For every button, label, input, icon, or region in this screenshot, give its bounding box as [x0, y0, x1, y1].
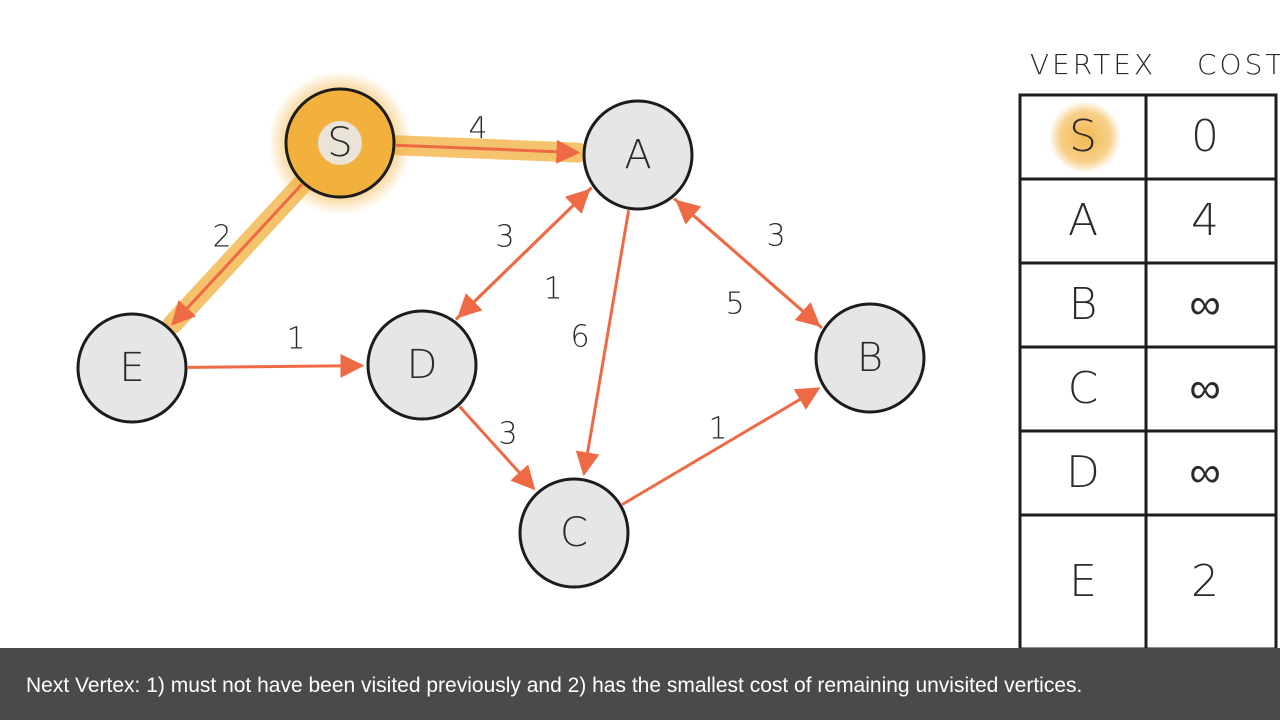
edge-d-a: [454, 188, 591, 321]
edge-weight-s-e: 2: [212, 220, 231, 255]
node-label-a: A: [624, 132, 651, 178]
node-label-s: S: [327, 120, 352, 166]
table-cell-vertex: D: [1066, 447, 1100, 498]
edge-weight-a-d: 3: [495, 220, 514, 255]
edge-s-e: [171, 183, 304, 326]
edge-d-c: [458, 405, 536, 491]
edge-weight-c-b: 1: [708, 412, 727, 447]
table-cell-cost: ∞: [1189, 447, 1220, 498]
table-cell-vertex: B: [1069, 279, 1098, 330]
header-cost: COST: [1197, 48, 1280, 81]
node-label-e: E: [119, 345, 144, 391]
node-layer: S A E D B C: [76, 87, 926, 589]
edge-layer: [171, 139, 823, 506]
edge-e-d: [187, 353, 365, 378]
table-cell-vertex: S: [1069, 111, 1097, 162]
node-label-c: C: [560, 510, 588, 556]
table-cell-cost: 0: [1191, 111, 1219, 162]
table-cell-vertex: A: [1068, 195, 1098, 246]
edge-weight-e-d: 1: [286, 322, 305, 357]
node-b: [814, 302, 926, 414]
edge-weight-a-c: 6: [570, 320, 589, 355]
node-a: [582, 99, 694, 211]
row-highlight-s: [1049, 101, 1121, 173]
table-cell-vertex: C: [1068, 363, 1099, 414]
edge-s-a: [395, 139, 581, 164]
table-cell-cost: 2: [1191, 556, 1219, 607]
node-c: [518, 477, 630, 589]
cost-table: VERTEX COST S 0A 4B ∞ C ∞ D ∞ E 2: [1018, 48, 1280, 651]
edge-weight-d-a: 1: [543, 272, 562, 307]
node-e: [76, 312, 188, 424]
edge-weight-s-a: 4: [468, 112, 487, 147]
node-label-b: B: [857, 335, 883, 381]
table-cell-cost: ∞: [1189, 363, 1220, 414]
caption-text: Next Vertex: 1) must not have been visit…: [26, 674, 1083, 697]
node-label-d: D: [407, 342, 438, 388]
table-cell-cost: ∞: [1189, 279, 1220, 330]
table-cell-vertex: E: [1069, 556, 1097, 607]
table-cell-cost: 4: [1191, 195, 1219, 246]
edge-weight-d-c: 3: [498, 417, 517, 452]
node-d: [366, 309, 478, 421]
edge-weight-b-a: 3: [766, 219, 785, 254]
edge-c-b: [621, 387, 821, 506]
edge-weight-a-b: 5: [725, 287, 744, 322]
node-center-s: [318, 121, 362, 165]
caption-bar: [0, 648, 1280, 720]
header-vertex: VERTEX: [1030, 48, 1156, 81]
edge-b-a: [675, 199, 823, 330]
edge-a-c: [575, 209, 631, 477]
